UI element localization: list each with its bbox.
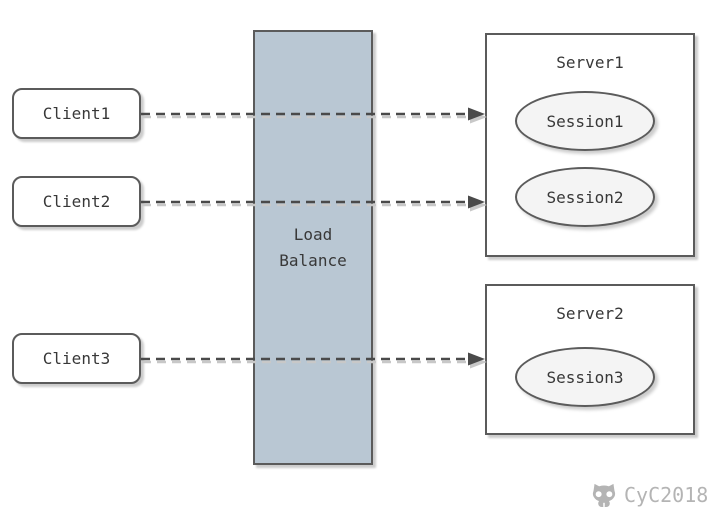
server1-title: Server1 — [556, 53, 624, 72]
github-cat-icon — [590, 482, 618, 508]
session3-ellipse: Session3 — [515, 347, 655, 407]
client1-label: Client1 — [42, 104, 111, 123]
watermark-text: CyC2018 — [624, 483, 709, 507]
client3-label: Client3 — [42, 349, 111, 368]
load-balancer-box: Load Balance — [253, 30, 373, 465]
client3-box: Client3 — [12, 333, 141, 384]
client2-label: Client2 — [42, 192, 111, 211]
server1-box: Server1 Session1 Session2 — [485, 33, 695, 257]
client2-box: Client2 — [12, 176, 141, 227]
session2-label: Session2 — [546, 187, 624, 207]
server2-box: Server2 Session3 — [485, 284, 695, 435]
session1-ellipse: Session1 — [515, 91, 655, 151]
load-balancer-label-line1: Load — [293, 224, 333, 244]
session1-label: Session1 — [546, 111, 624, 131]
session3-label: Session3 — [546, 367, 624, 387]
server2-title: Server2 — [556, 304, 624, 323]
session2-ellipse: Session2 — [515, 167, 655, 227]
client1-box: Client1 — [12, 88, 141, 139]
load-balancer-label-line2: Balance — [279, 250, 347, 270]
watermark: CyC2018 — [590, 482, 708, 508]
